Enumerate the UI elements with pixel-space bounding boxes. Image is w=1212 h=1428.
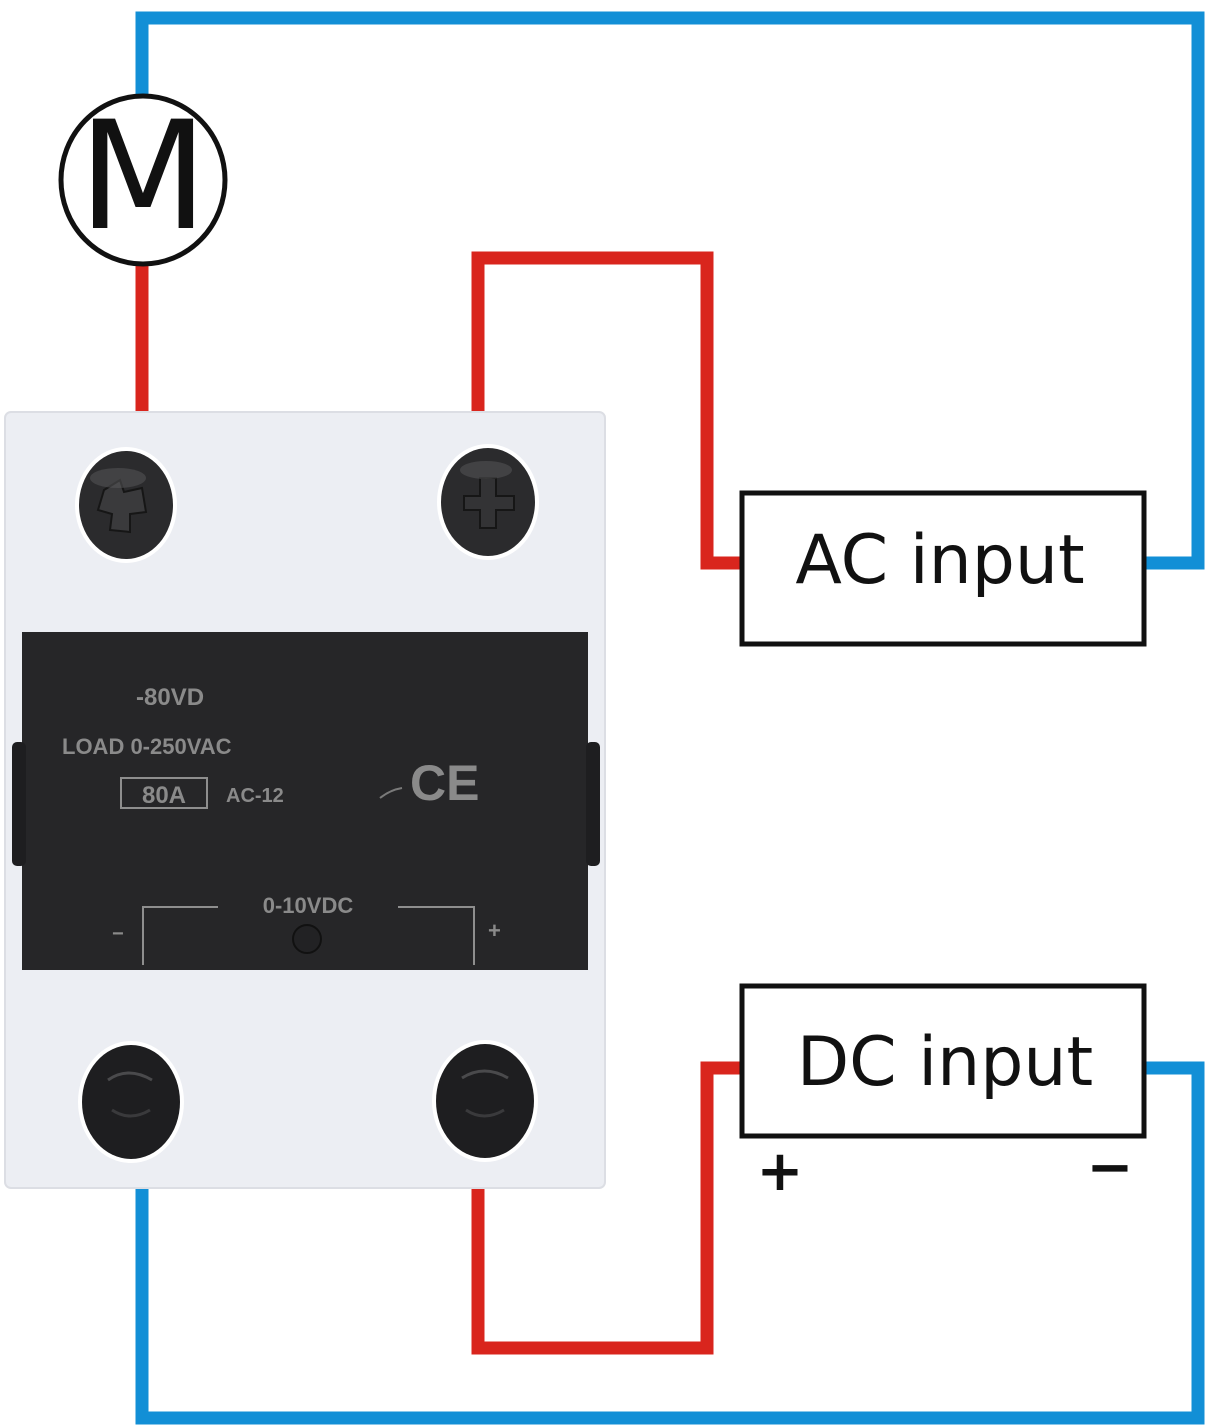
indicator-led bbox=[292, 924, 322, 954]
terminal-screw-bottom-left bbox=[78, 1041, 184, 1163]
relay-current-rating-box bbox=[120, 777, 208, 809]
ce-mark-text: CE bbox=[410, 755, 479, 811]
ac-input-label: AC input bbox=[795, 521, 1084, 600]
dc-minus-label: − bbox=[1087, 1135, 1134, 1200]
solid-state-relay: -80VD LOAD 0-250VAC 80A AC-12 CE 0-10VDC… bbox=[4, 411, 606, 1189]
relay-model-text: -80VD bbox=[136, 684, 204, 711]
terminal-screw-top-left bbox=[75, 447, 177, 563]
relay-label-panel bbox=[22, 632, 588, 970]
dc-positive-wire bbox=[471, 1061, 740, 1355]
dc-input-box bbox=[739, 983, 1147, 1139]
neutral-wire-top bbox=[135, 11, 1205, 570]
ac-input-box bbox=[739, 490, 1147, 647]
control-plus-label: + bbox=[488, 918, 501, 943]
relay-side-tab-left-inner bbox=[12, 742, 26, 866]
control-bracket-right bbox=[398, 906, 475, 965]
terminal-screw-bottom-right bbox=[432, 1040, 538, 1162]
dc-plus-label: + bbox=[757, 1139, 804, 1204]
ac-input-block: AC input bbox=[739, 490, 1147, 647]
relay-control-range: 0-10VDC bbox=[263, 893, 354, 918]
motor-label: M bbox=[78, 90, 207, 264]
relay-ac-category: AC-12 bbox=[226, 785, 284, 807]
motor-symbol-icon bbox=[58, 93, 228, 267]
relay-side-tab-right-inner bbox=[586, 742, 600, 866]
dc-input-label: DC input bbox=[797, 1023, 1093, 1102]
relay-load-rating: LOAD 0-250VAC bbox=[62, 734, 232, 759]
control-bracket bbox=[142, 906, 218, 965]
dc-input-block: DC input + − bbox=[739, 983, 1147, 1204]
terminal-screw-top-right bbox=[437, 444, 539, 560]
relay-current-rating: 80A bbox=[142, 782, 186, 809]
ce-mark-icon: CE bbox=[379, 755, 479, 811]
live-wire-relay-to-ac bbox=[471, 251, 740, 570]
dc-negative-wire bbox=[135, 1061, 1205, 1425]
control-minus-label: − bbox=[112, 923, 124, 945]
motor: M bbox=[58, 90, 228, 267]
